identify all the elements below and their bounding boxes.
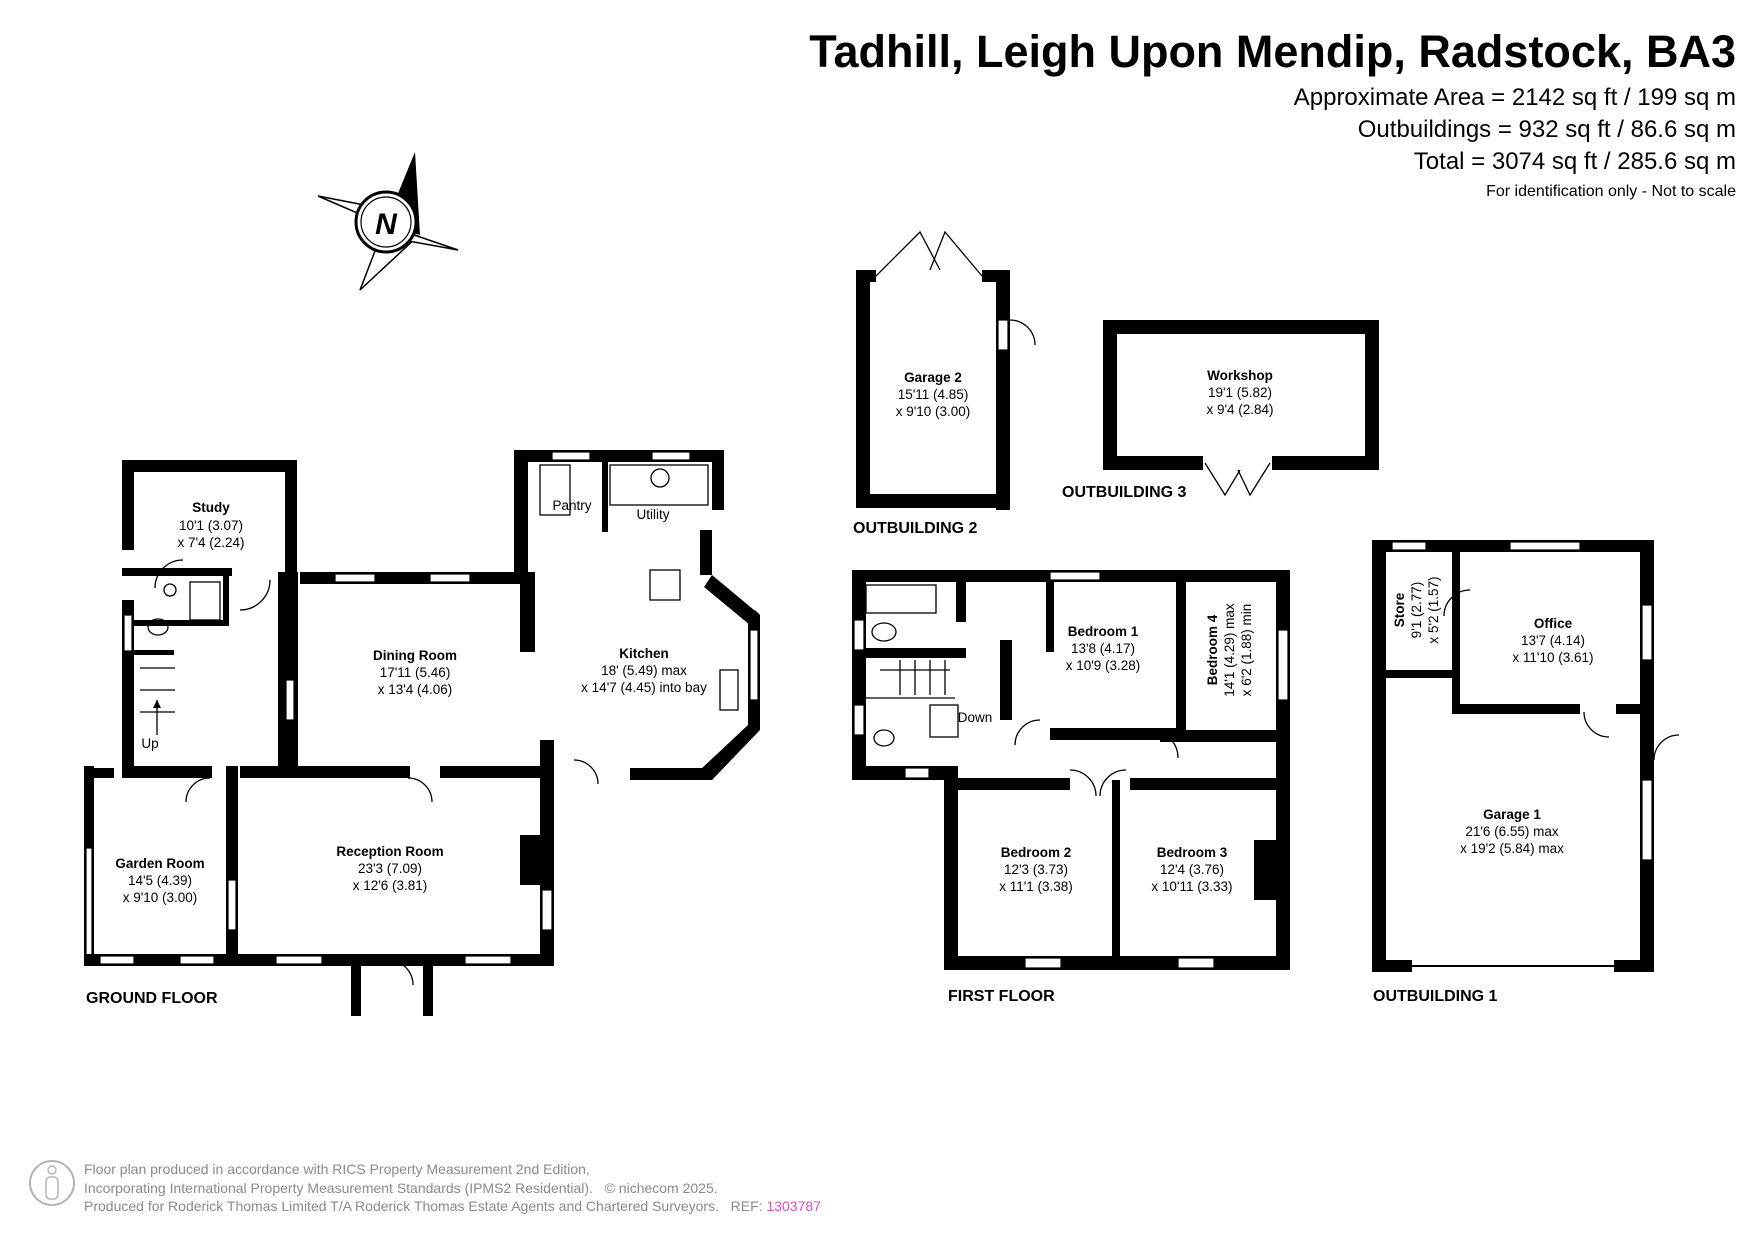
svg-text:15'11 (4.85): 15'11 (4.85) (898, 387, 969, 402)
stairs-up-label: Up (141, 736, 158, 751)
svg-text:x 10'9 (3.28): x 10'9 (3.28) (1066, 658, 1141, 673)
outbuilding-1-label: OUTBUILDING 1 (1373, 988, 1498, 1005)
footer-line-1: Floor plan produced in accordance with R… (84, 1161, 590, 1177)
bedroom-1-label: Bedroom 1 13'8 (4.17) x 10'9 (3.28) (1066, 624, 1141, 673)
footer-copyright: © nichecom 2025. (604, 1179, 718, 1196)
approximate-area: Approximate Area = 2142 sq ft / 199 sq m (1293, 84, 1736, 111)
svg-text:14'5 (4.39): 14'5 (4.39) (128, 873, 192, 888)
garden-room-label: Garden Room 14'5 (4.39) x 9'10 (3.00) (115, 856, 204, 905)
bedroom-4-label: Bedroom 4 14'1 (4.29) max x 6'2 (1.88) m… (1205, 603, 1254, 697)
svg-text:x 5'2 (1.57): x 5'2 (1.57) (1426, 576, 1441, 643)
svg-text:x 10'11 (3.33): x 10'11 (3.33) (1151, 879, 1232, 894)
svg-text:Garden Room: Garden Room (115, 856, 204, 871)
outbuilding-1-plan (1372, 540, 1680, 972)
svg-text:Office: Office (1534, 616, 1573, 631)
svg-text:12'4 (3.76): 12'4 (3.76) (1160, 862, 1224, 877)
svg-text:14'1 (4.29) max: 14'1 (4.29) max (1222, 603, 1237, 697)
svg-text:17'11 (5.46): 17'11 (5.46) (380, 665, 451, 680)
svg-text:Bedroom 2: Bedroom 2 (1001, 845, 1072, 860)
svg-text:Study: Study (192, 500, 230, 515)
svg-text:Dining Room: Dining Room (373, 648, 457, 663)
svg-text:x 6'2 (1.88) min: x 6'2 (1.88) min (1239, 604, 1254, 697)
disclaimer: For identification only - Not to scale (1486, 183, 1736, 200)
svg-text:x 9'10 (3.00): x 9'10 (3.00) (123, 890, 198, 905)
svg-text:Garage 1: Garage 1 (1483, 807, 1541, 822)
svg-text:Bedroom 4: Bedroom 4 (1205, 614, 1220, 685)
office-label: Office 13'7 (4.14) x 11'10 (3.61) (1512, 616, 1593, 665)
bedroom-2-label: Bedroom 2 12'3 (3.73) x 11'1 (3.38) (999, 845, 1073, 894)
svg-text:x 11'10 (3.61): x 11'10 (3.61) (1512, 650, 1593, 665)
svg-text:12'3 (3.73): 12'3 (3.73) (1004, 862, 1068, 877)
outbuilding-3-label: OUTBUILDING 3 (1062, 484, 1187, 501)
footer-line-3: Produced for Roderick Thomas Limited T/A… (84, 1198, 821, 1214)
pantry-label: Pantry (552, 498, 591, 513)
outbuilding-3-plan (1103, 320, 1379, 497)
compass-label: N (375, 208, 398, 241)
svg-text:x 13'4 (4.06): x 13'4 (4.06) (378, 682, 453, 697)
svg-text:x 14'7 (4.45) into bay: x 14'7 (4.45) into bay (581, 680, 707, 695)
svg-text:Reception Room: Reception Room (336, 844, 443, 859)
svg-text:9'1 (2.77): 9'1 (2.77) (1409, 582, 1424, 639)
first-floor-plan: Down (852, 570, 1290, 970)
outbuildings-area: Outbuildings = 932 sq ft / 86.6 sq m (1357, 116, 1736, 143)
svg-text:10'1 (3.07): 10'1 (3.07) (179, 518, 243, 533)
store-label: Store 9'1 (2.77) x 5'2 (1.57) (1392, 576, 1441, 643)
study-label: Study 10'1 (3.07) x 7'4 (2.24) (177, 500, 244, 550)
svg-text:x 11'1 (3.38): x 11'1 (3.38) (999, 879, 1073, 894)
svg-text:18' (5.49) max: 18' (5.49) max (601, 663, 687, 678)
bedroom-3-label: Bedroom 3 12'4 (3.76) x 10'11 (3.33) (1151, 845, 1232, 894)
garage-1-label: Garage 1 21'6 (6.55) max x 19'2 (5.84) m… (1460, 807, 1564, 856)
svg-text:x 19'2 (5.84) max: x 19'2 (5.84) max (1460, 841, 1564, 856)
first-floor-label: FIRST FLOOR (948, 988, 1055, 1005)
svg-text:21'6 (6.55) max: 21'6 (6.55) max (1465, 824, 1559, 839)
dining-room-label: Dining Room 17'11 (5.46) x 13'4 (4.06) (373, 648, 457, 697)
svg-text:23'3 (7.09): 23'3 (7.09) (358, 861, 422, 876)
workshop-label: Workshop 19'1 (5.82) x 9'4 (2.84) (1206, 368, 1273, 417)
utility-label: Utility (637, 507, 670, 522)
svg-text:19'1 (5.82): 19'1 (5.82) (1208, 385, 1272, 400)
svg-text:x 9'10 (3.00): x 9'10 (3.00) (896, 404, 971, 419)
svg-text:Garage 2: Garage 2 (904, 370, 962, 385)
page-title: Tadhill, Leigh Upon Mendip, Radstock, BA… (809, 26, 1736, 77)
svg-text:13'8 (4.17): 13'8 (4.17) (1071, 641, 1135, 656)
total-area: Total = 3074 sq ft / 285.6 sq m (1413, 148, 1736, 175)
svg-text:Bedroom 1: Bedroom 1 (1068, 624, 1139, 639)
svg-text:x 7'4 (2.24): x 7'4 (2.24) (177, 535, 244, 550)
svg-text:x 12'6 (3.81): x 12'6 (3.81) (353, 878, 428, 893)
ground-floor-plan: Up (84, 450, 760, 1016)
svg-text:Bedroom 3: Bedroom 3 (1157, 845, 1228, 860)
reception-room-label: Reception Room 23'3 (7.09) x 12'6 (3.81) (336, 844, 443, 893)
outbuilding-2-plan (856, 230, 1036, 510)
compass-north-icon: N (317, 152, 459, 291)
footer-line-2: Incorporating International Property Mea… (84, 1179, 718, 1196)
svg-text:Kitchen: Kitchen (619, 646, 669, 661)
footer-ref: 1303787 (766, 1198, 821, 1214)
svg-text:x 9'4 (2.84): x 9'4 (2.84) (1206, 402, 1273, 417)
svg-text:Workshop: Workshop (1207, 368, 1273, 383)
footer-credits: Floor plan produced in accordance with R… (84, 1160, 821, 1216)
ground-floor-label: GROUND FLOOR (86, 990, 218, 1007)
outbuilding-2-label: OUTBUILDING 2 (853, 520, 978, 537)
garage-2-label: Garage 2 15'11 (4.85) x 9'10 (3.00) (896, 370, 971, 419)
person-logo-icon (29, 1160, 75, 1206)
svg-text:13'7 (4.14): 13'7 (4.14) (1521, 633, 1585, 648)
stairs-down-label: Down (958, 710, 993, 725)
svg-text:Store: Store (1392, 592, 1407, 627)
kitchen-label: Kitchen 18' (5.49) max x 14'7 (4.45) int… (581, 646, 707, 695)
